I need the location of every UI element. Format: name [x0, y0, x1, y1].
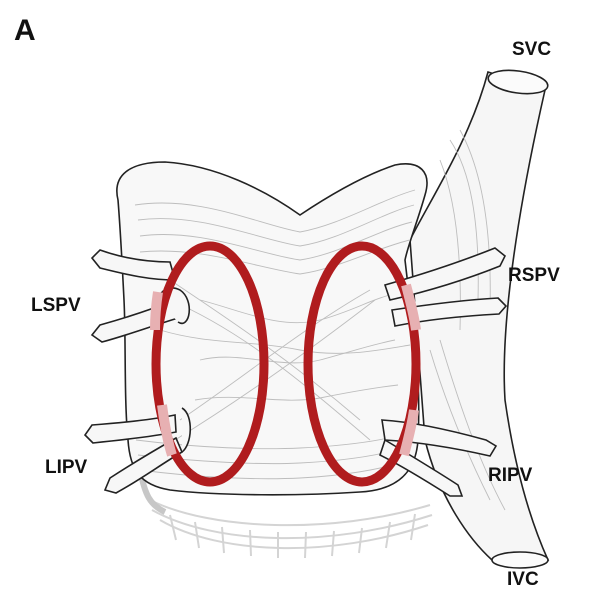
lipv-vessel: [83, 407, 192, 494]
left-ring-gap-upper: [150, 291, 163, 331]
svc-label: SVC: [512, 39, 552, 60]
svc-opening: [487, 69, 549, 95]
rspv-vessel: [383, 247, 508, 327]
lspv-label: LSPV: [31, 295, 81, 316]
left-ablation-ring: [151, 241, 269, 487]
right-ring-gap-lower: [399, 409, 419, 457]
ablation-lesions: [150, 241, 421, 487]
ivc-label: IVC: [507, 569, 539, 590]
ripv-label: RIPV: [488, 465, 533, 486]
panel-label: A: [14, 14, 36, 47]
rspv-label: RSPV: [508, 265, 560, 286]
ivc-opening: [491, 551, 549, 569]
right-ring-gap-upper: [401, 283, 421, 331]
lipv-label: LIPV: [45, 457, 88, 478]
left-ring-gap-lower: [157, 404, 177, 457]
right-ablation-ring: [303, 241, 421, 487]
